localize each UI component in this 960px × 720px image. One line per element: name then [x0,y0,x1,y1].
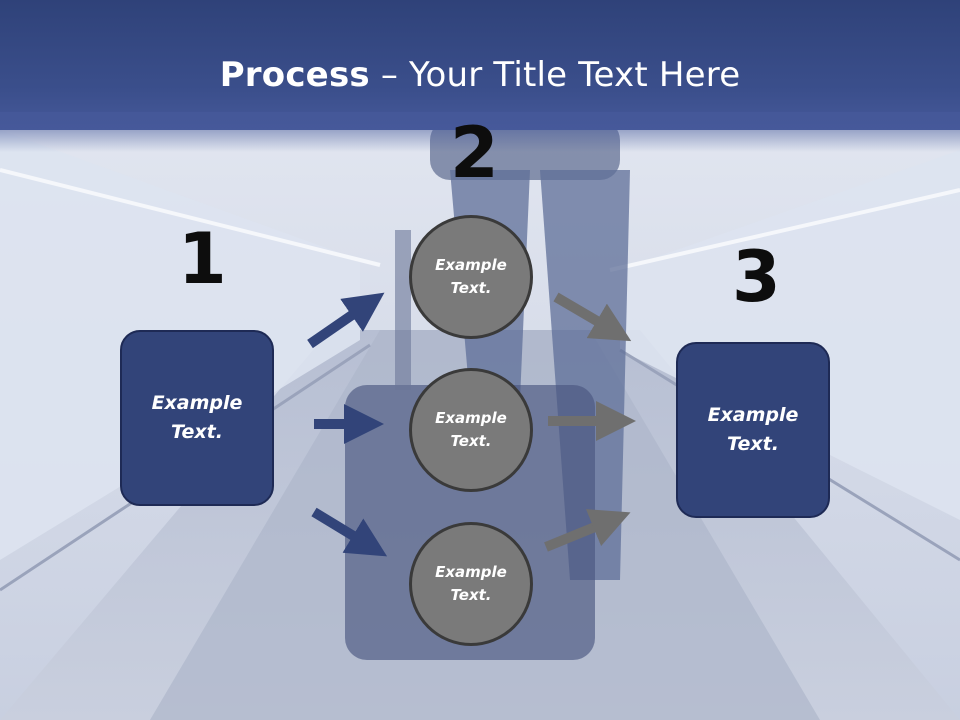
step-3-box: Example Text. [676,342,830,518]
circle-bottom: Example Text. [409,522,533,646]
title-rest: – Your Title Text Here [369,55,741,95]
step-number-3: 3 [732,236,781,318]
arrow-bottom-to-3 [544,509,631,552]
arrow-1-to-bottom [311,507,388,557]
step-number-1: 1 [178,218,227,300]
title-bold: Process [219,55,370,95]
arrow-top-to-3 [553,292,632,342]
header-fade [0,112,960,152]
slide-title: Process – Your Title Text Here [0,52,960,98]
header-bar [0,0,960,130]
step-1-box: Example Text. [120,330,274,506]
circle-top: Example Text. [409,215,533,339]
step-number-2: 2 [450,112,499,194]
circle-middle: Example Text. [409,368,533,492]
arrow-1-to-top [307,292,385,349]
